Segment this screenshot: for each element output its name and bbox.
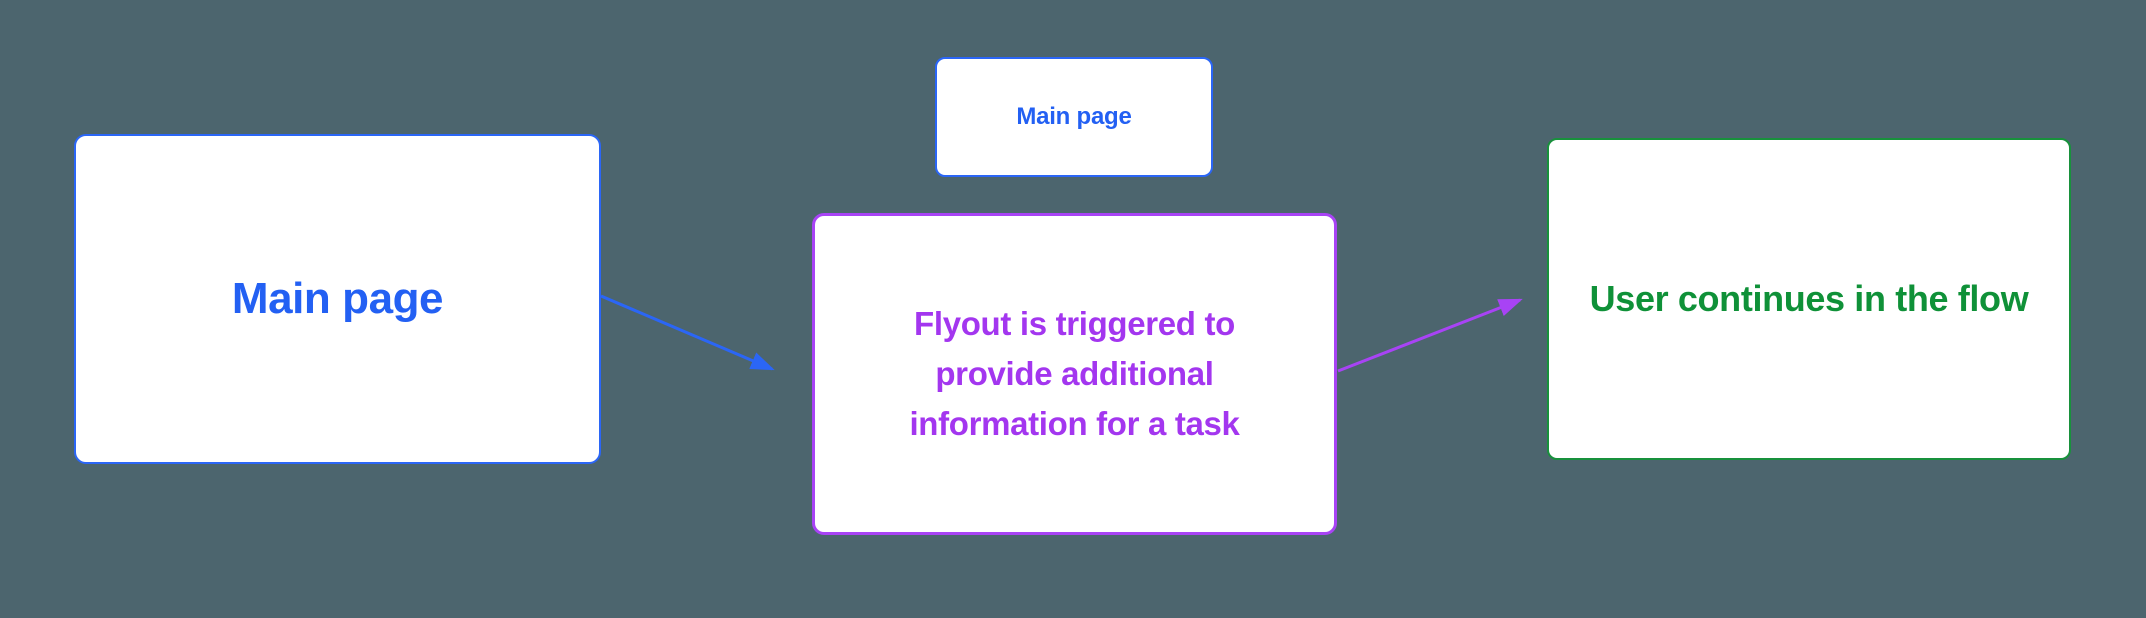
flyout-node[interactable]: Flyout is triggered to provide additiona… [812, 213, 1337, 535]
user-continues-label: User continues in the flow [1589, 278, 2029, 319]
arrow-main-to-flyout [600, 294, 775, 371]
flyout-label-line3: information for a task [909, 405, 1240, 442]
main-page-mini-label: Main page [1016, 103, 1132, 130]
user-continues-node[interactable]: User continues in the flow [1547, 138, 2071, 460]
flyout-label-line2: provide additional [935, 355, 1214, 392]
main-page-label: Main page [231, 274, 444, 323]
main-page-node[interactable]: Main page [74, 134, 601, 464]
flyout-label-line1: Flyout is triggered to [914, 305, 1235, 342]
arrow-flyout-to-continue [1337, 298, 1523, 373]
main-page-mini-node[interactable]: Main page [935, 57, 1213, 177]
